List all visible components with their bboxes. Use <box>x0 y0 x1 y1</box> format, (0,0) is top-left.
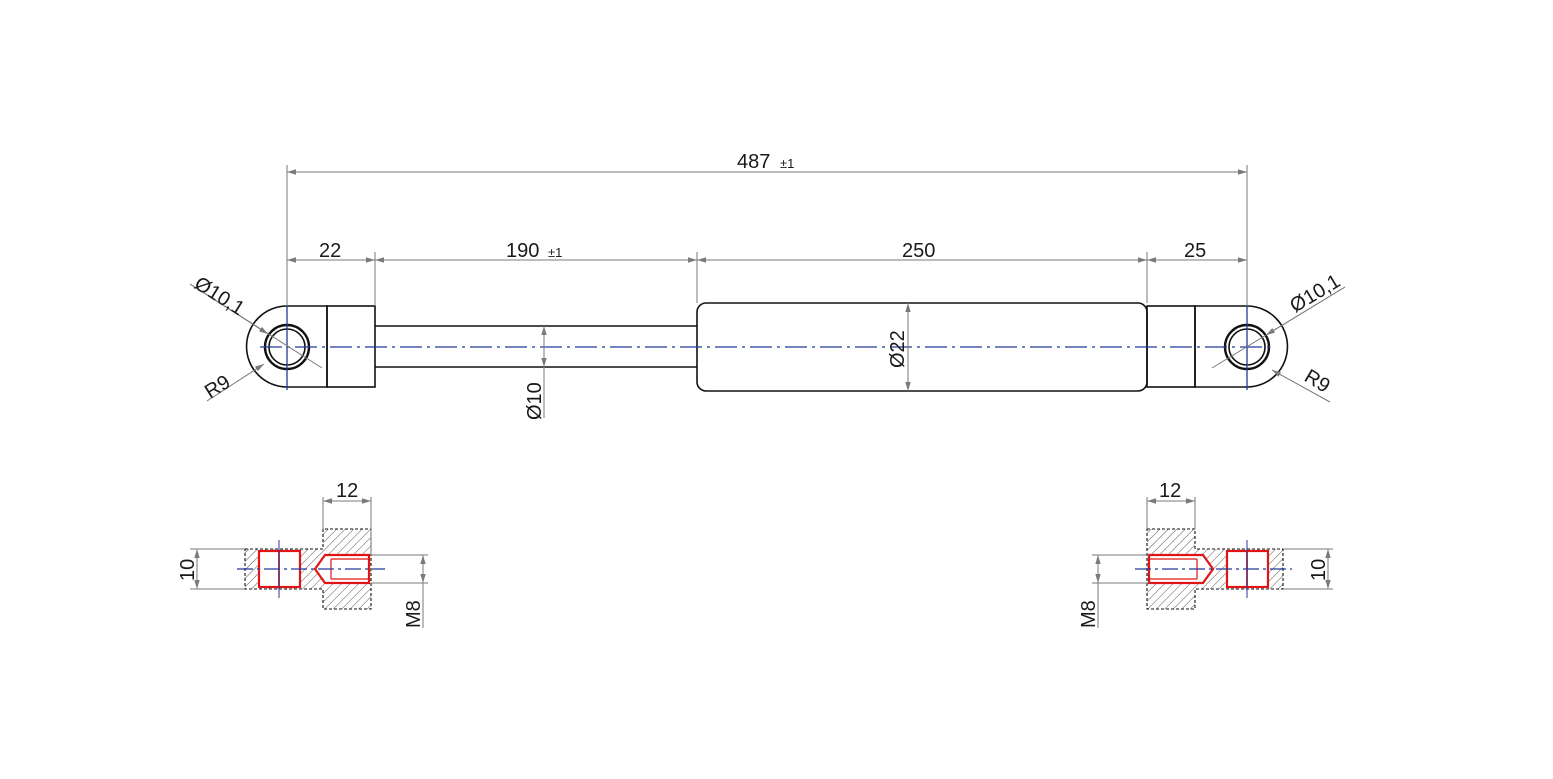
left-end-length-value: 22 <box>319 240 341 262</box>
left-hole-diameter-value: Ø10,1 <box>190 273 248 321</box>
rod-length-tolerance: ±1 <box>548 245 562 260</box>
right-eyelet-outline <box>1194 305 1289 388</box>
left-section-height-value: 10 <box>177 559 199 581</box>
left-end-section-view: 12 10 M8 <box>177 480 428 628</box>
right-end-length-value: 25 <box>1184 240 1206 262</box>
body-length-value: 250 <box>902 240 935 262</box>
overall-length-value: 487 <box>737 151 770 173</box>
segment-dimensions: 22 190 ±1 250 25 <box>287 240 1247 263</box>
left-section-thread-value: M8 <box>403 600 425 628</box>
left-section-thread <box>313 553 371 585</box>
gas-spring-side-view <box>245 302 1289 392</box>
rod-length-value: 190 <box>506 240 539 262</box>
left-section-width-value: 12 <box>336 480 358 502</box>
right-section-height-value: 10 <box>1308 559 1330 581</box>
right-hole-diameter-value: Ø10,1 <box>1286 270 1344 317</box>
extension-lines <box>286 165 1248 306</box>
left-eyelet-outline <box>245 305 328 388</box>
overall-length-dimension: 487 ±1 <box>287 151 1247 175</box>
body-diameter-dimension: Ø22 <box>887 303 911 391</box>
body-diameter-value: Ø22 <box>887 330 909 368</box>
right-end-section-view: 12 10 M8 <box>1078 480 1333 628</box>
right-section-thread-value: M8 <box>1078 600 1100 628</box>
left-radius-value: R9 <box>201 371 234 403</box>
rod-diameter-value: Ø10 <box>524 382 546 420</box>
right-radius-value: R9 <box>1300 365 1333 397</box>
overall-length-tolerance: ±1 <box>780 156 794 171</box>
rod-diameter-dimension: Ø10 <box>524 326 547 420</box>
right-section-width-value: 12 <box>1159 480 1181 502</box>
